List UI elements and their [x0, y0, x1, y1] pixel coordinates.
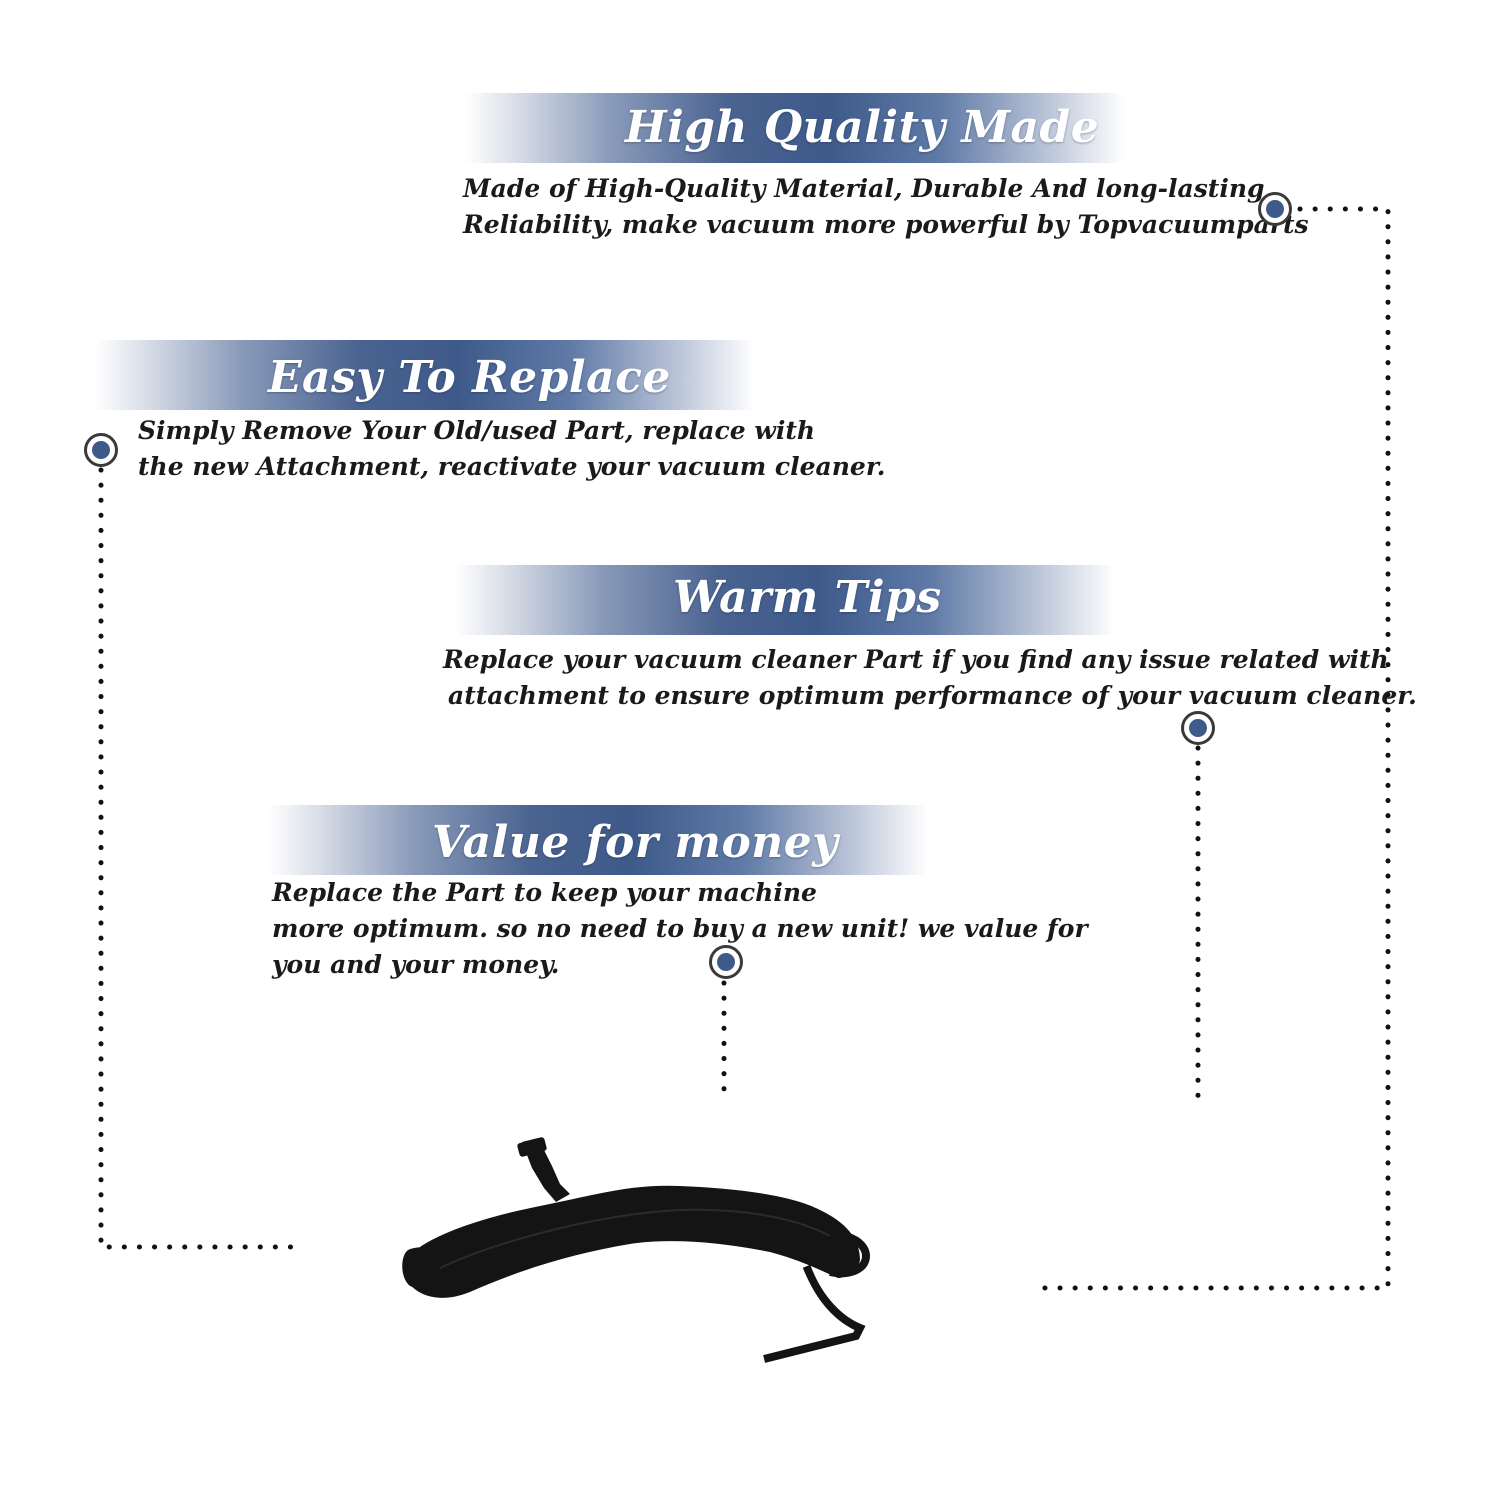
- description-value-money: Replace the Part to keep your machine mo…: [272, 875, 1088, 983]
- description-line: Replace your vacuum cleaner Part if you …: [443, 645, 1389, 674]
- strap-right-loop: [808, 1230, 871, 1278]
- description-line: Reliability, make vacuum more powerful b…: [463, 210, 1309, 239]
- shoulder-strap-icon: [402, 1137, 871, 1363]
- description-line: Replace the Part to keep your machine: [272, 878, 817, 907]
- strap-buckle: [517, 1137, 570, 1202]
- description-line: Simply Remove Your Old/used Part, replac…: [138, 416, 816, 445]
- banner-title-warm-tips: Warm Tips: [673, 572, 942, 623]
- target-dot-icon: [1181, 711, 1215, 745]
- banner-title-high-quality: High Quality Made: [625, 102, 1100, 153]
- description-high-quality: Made of High-Quality Material, Durable A…: [463, 171, 1309, 243]
- banner-title-value-money: Value for money: [432, 817, 839, 868]
- strap-left-loop: [402, 1247, 450, 1289]
- banner-value-money: [268, 805, 928, 875]
- banner-title-easy-replace: Easy To Replace: [268, 352, 671, 403]
- description-warm-tips: Replace your vacuum cleaner Part if you …: [443, 642, 1417, 714]
- banner-high-quality: [465, 93, 1125, 163]
- connector-line-high-quality: [1035, 206, 1391, 1291]
- connector-line-easy-replace: [98, 467, 299, 1250]
- target-dot-icon: [1258, 192, 1292, 226]
- description-easy-replace: Simply Remove Your Old/used Part, replac…: [138, 413, 885, 485]
- description-line: more optimum. so no need to buy a new un…: [272, 914, 1088, 943]
- description-line: the new Attachment, reactivate your vacu…: [138, 452, 886, 481]
- banner-easy-replace: [95, 340, 755, 410]
- strap-tail: [763, 1264, 866, 1363]
- target-dot-icon: [709, 945, 743, 979]
- strap-pad: [406, 1185, 860, 1298]
- banner-warm-tips: [455, 565, 1115, 635]
- description-line: Made of High-Quality Material, Durable A…: [463, 174, 1265, 203]
- description-line: attachment to ensure optimum performance…: [448, 681, 1417, 710]
- target-dot-icon: [84, 433, 118, 467]
- description-line: you and your money.: [272, 950, 560, 979]
